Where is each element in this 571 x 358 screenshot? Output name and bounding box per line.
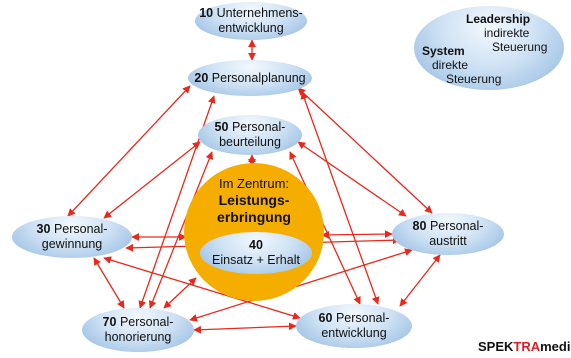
center-focus-line1: Leistungs- bbox=[218, 192, 290, 208]
node-60-line1: Personal- bbox=[335, 311, 390, 325]
node-10-line2: entwicklung bbox=[218, 21, 284, 35]
node-70-line2: honorierung bbox=[104, 330, 172, 344]
arrow-80-70 bbox=[189, 248, 413, 322]
node-60-number: 60 bbox=[318, 311, 333, 325]
node-30-line1: Personal- bbox=[53, 222, 108, 236]
node-50-personalbeurteilung: 50 Personal- beurteilung bbox=[198, 115, 302, 155]
arrow-center-70 bbox=[163, 277, 197, 309]
brand-part1: SPEK bbox=[478, 339, 514, 354]
legend-leadership-line2: Steuerung bbox=[492, 40, 548, 54]
node-70-line1: Personal- bbox=[119, 315, 174, 329]
arrow-20-30 bbox=[67, 85, 191, 217]
node-10-number: 10 bbox=[199, 6, 214, 20]
node-20-personalplanung: 20 Personalplanung bbox=[188, 60, 312, 96]
node-20-number: 20 bbox=[194, 70, 209, 85]
node-80-line2: austritt bbox=[429, 234, 467, 248]
node-70-number: 70 bbox=[102, 315, 117, 329]
node-80-number: 80 bbox=[412, 219, 427, 233]
node-40-einsatz-erhalt: 40 Einsatz + Erhalt bbox=[200, 232, 312, 274]
node-70-personalhonorierung: 70 Personal- honorierung bbox=[82, 308, 194, 352]
node-10-unternehmensentwicklung: 10 Unternehmens- entwicklung bbox=[195, 2, 307, 40]
arrow-80-60 bbox=[399, 254, 441, 307]
arrow-30-70 bbox=[93, 257, 125, 309]
legend-system-line1: direkte bbox=[432, 58, 469, 72]
node-80-personalaustritt: 80 Personal- austritt bbox=[392, 213, 504, 255]
center-label: Im Zentrum: bbox=[218, 176, 290, 191]
node-50-number: 50 bbox=[214, 120, 229, 134]
node-50-line2: beurteilung bbox=[219, 135, 281, 149]
brand-logo: SPEKTRAmedia bbox=[478, 339, 571, 354]
node-40-number: 40 bbox=[249, 238, 263, 252]
legend-ellipse: Leadership indirekte Steuerung System di… bbox=[414, 6, 564, 90]
node-60-line2: entwicklung bbox=[321, 326, 387, 340]
legend-system-line2: Steuerung bbox=[446, 72, 502, 86]
legend-system: System bbox=[422, 44, 465, 58]
node-10-line1: Unternehmens- bbox=[216, 6, 303, 20]
legend-leadership: Leadership bbox=[466, 12, 531, 26]
node-30-personalgewinnung: 30 Personal- gewinnung bbox=[12, 216, 132, 258]
node-30-line2: gewinnung bbox=[41, 237, 103, 251]
legend-leadership-line1: indirekte bbox=[484, 26, 530, 40]
node-30-number: 30 bbox=[36, 222, 51, 236]
center-focus-title: Leistungs- erbringung bbox=[184, 192, 324, 226]
node-20-line1: Personalplanung bbox=[211, 70, 306, 85]
center-focus-line2: erbringung bbox=[217, 209, 291, 225]
brand-part3: media bbox=[540, 339, 571, 354]
node-60-personalentwicklung: 60 Personal- entwicklung bbox=[296, 304, 412, 348]
node-80-line1: Personal- bbox=[429, 219, 484, 233]
node-40-label: Einsatz + Erhalt bbox=[212, 253, 300, 267]
node-50-line1: Personal- bbox=[231, 120, 286, 134]
brand-part2: TRA bbox=[513, 339, 541, 354]
arrow-80-center bbox=[321, 230, 393, 239]
arrow-70-60 bbox=[193, 322, 297, 334]
